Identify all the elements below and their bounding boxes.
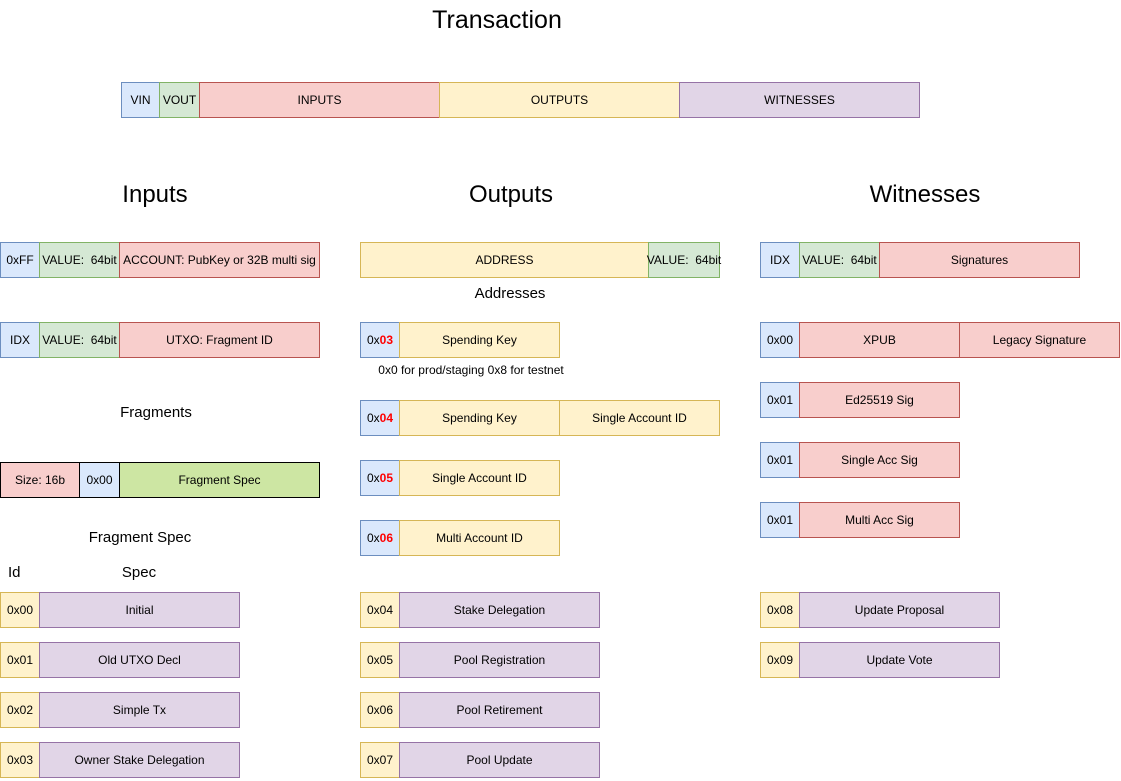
fragment-tag-cell: 0x00 (79, 462, 120, 498)
fragment-size-cell: Size: 16b (0, 462, 80, 498)
tx-bar-vin-cell: VIN (121, 82, 160, 118)
inputs-heading: Inputs (122, 181, 188, 208)
fragment-type-id-cell: 0x02 (0, 692, 40, 728)
witness-type-id-cell: 0x01 (760, 502, 800, 538)
addresses-heading: Addresses (474, 285, 546, 302)
fragments-heading: Fragments (120, 404, 192, 421)
id-column-label: Id (8, 564, 21, 581)
payload-type-label-cell: Pool Retirement (399, 692, 600, 728)
hex-num: 05 (379, 471, 394, 485)
witness-type-label-cell: Ed25519 Sig (799, 382, 960, 418)
discriminant-note: 0x0 for prod/staging 0x8 for testnet (378, 363, 564, 377)
update-id-cell: 0x09 (760, 642, 800, 678)
legacy-sig-cell: Legacy Signature (959, 322, 1120, 358)
fragment-type-row-old-utxo: 0x01 Old UTXO Decl (0, 642, 240, 678)
hex-num: 04 (379, 411, 394, 425)
payload-type-row-pool-update: 0x07 Pool Update (360, 742, 600, 778)
hex-num: 03 (379, 333, 394, 347)
witness-row: IDX VALUE: 64bit Signatures (760, 242, 1080, 278)
fragment-type-row-initial: 0x00 Initial (0, 592, 240, 628)
fragment-spec-cell: Fragment Spec (119, 462, 320, 498)
payload-type-row-pool-registration: 0x05 Pool Registration (360, 642, 600, 678)
hex-prefix: 0x (366, 531, 380, 545)
address-type-label-cell: Single Account ID (399, 460, 560, 496)
fragment-type-id-cell: 0x03 (0, 742, 40, 778)
account-input-idx-cell: 0xFF (0, 242, 40, 278)
payload-type-id-cell: 0x05 (360, 642, 400, 678)
payload-type-id-cell: 0x04 (360, 592, 400, 628)
output-address-cell: ADDRESS (360, 242, 649, 278)
account-input-value-cell: VALUE: 64bit (39, 242, 120, 278)
legacy-id-cell: 0x00 (760, 322, 800, 358)
witness-value-cell: VALUE: 64bit (799, 242, 880, 278)
fragment-row: Size: 16b 0x00 Fragment Spec (0, 462, 320, 498)
hex-prefix: 0x (366, 411, 380, 425)
output-value-cell: VALUE: 64bit (647, 242, 721, 278)
witness-idx-cell: IDX (760, 242, 800, 278)
payload-type-label-cell: Stake Delegation (399, 592, 600, 628)
fragment-type-label-cell: Old UTXO Decl (39, 642, 240, 678)
hex-prefix: 0x (366, 471, 380, 485)
tx-bar-outputs-cell: OUTPUTS (439, 82, 680, 118)
address-type-label-cell: Spending Key (399, 400, 560, 436)
address-type-label-cell: Spending Key (399, 322, 560, 358)
inputs-account-row: 0xFF VALUE: 64bit ACCOUNT: PubKey or 32B… (0, 242, 320, 278)
fragment-type-id-cell: 0x01 (0, 642, 40, 678)
tx-bar-witnesses-cell: WITNESSES (679, 82, 920, 118)
payload-type-id-cell: 0x07 (360, 742, 400, 778)
address-type-label-cell: Multi Account ID (399, 520, 560, 556)
fragment-type-label-cell: Owner Stake Delegation (39, 742, 240, 778)
update-label-cell: Update Proposal (799, 592, 1000, 628)
utxo-input-id-cell: UTXO: Fragment ID (119, 322, 320, 358)
output-address-row: ADDRESS VALUE: 64bit (360, 242, 721, 278)
fragment-type-row-simple-tx: 0x02 Simple Tx (0, 692, 240, 728)
tx-bar-vout-cell: VOUT (159, 82, 200, 118)
fragment-type-label-cell: Simple Tx (39, 692, 240, 728)
tx-bar-inputs-cell: INPUTS (199, 82, 440, 118)
witness-type-row-ed25519: 0x01 Ed25519 Sig (760, 382, 960, 418)
witness-type-row-multi-acc: 0x01 Multi Acc Sig (760, 502, 960, 538)
account-input-key-cell: ACCOUNT: PubKey or 32B multi sig (119, 242, 320, 278)
update-id-cell: 0x08 (760, 592, 800, 628)
witness-signatures-cell: Signatures (879, 242, 1080, 278)
hex-prefix: 0x (366, 333, 380, 347)
witness-type-id-cell: 0x01 (760, 442, 800, 478)
update-row-proposal: 0x08 Update Proposal (760, 592, 1000, 628)
transaction-bar: VIN VOUT INPUTS OUTPUTS WITNESSES (121, 82, 920, 118)
outputs-heading: Outputs (468, 181, 554, 208)
payload-type-id-cell: 0x06 (360, 692, 400, 728)
fragment-type-label-cell: Initial (39, 592, 240, 628)
address-type-label2-cell: Single Account ID (559, 400, 720, 436)
fragment-spec-heading: Fragment Spec (88, 529, 192, 546)
fragment-type-row-owner-stake: 0x03 Owner Stake Delegation (0, 742, 240, 778)
update-row-vote: 0x09 Update Vote (760, 642, 1000, 678)
fragment-type-id-cell: 0x00 (0, 592, 40, 628)
witness-legacy-row: 0x00 XPUB Legacy Signature (760, 322, 1120, 358)
witnesses-heading: Witnesses (869, 181, 981, 208)
payload-type-label-cell: Pool Update (399, 742, 600, 778)
inputs-utxo-row: IDX VALUE: 64bit UTXO: Fragment ID (0, 322, 320, 358)
witness-type-row-single-acc: 0x01 Single Acc Sig (760, 442, 960, 478)
spec-column-label: Spec (121, 564, 157, 581)
diagram-title: Transaction (432, 6, 562, 34)
payload-type-row-stake-delegation: 0x04 Stake Delegation (360, 592, 600, 628)
legacy-xpub-cell: XPUB (799, 322, 960, 358)
hex-num: 06 (379, 531, 394, 545)
witness-type-id-cell: 0x01 (760, 382, 800, 418)
update-label-cell: Update Vote (799, 642, 1000, 678)
witness-type-label-cell: Single Acc Sig (799, 442, 960, 478)
payload-type-label-cell: Pool Registration (399, 642, 600, 678)
witness-type-label-cell: Multi Acc Sig (799, 502, 960, 538)
utxo-input-value-cell: VALUE: 64bit (39, 322, 120, 358)
payload-type-row-pool-retirement: 0x06 Pool Retirement (360, 692, 600, 728)
utxo-input-idx-cell: IDX (0, 322, 40, 358)
